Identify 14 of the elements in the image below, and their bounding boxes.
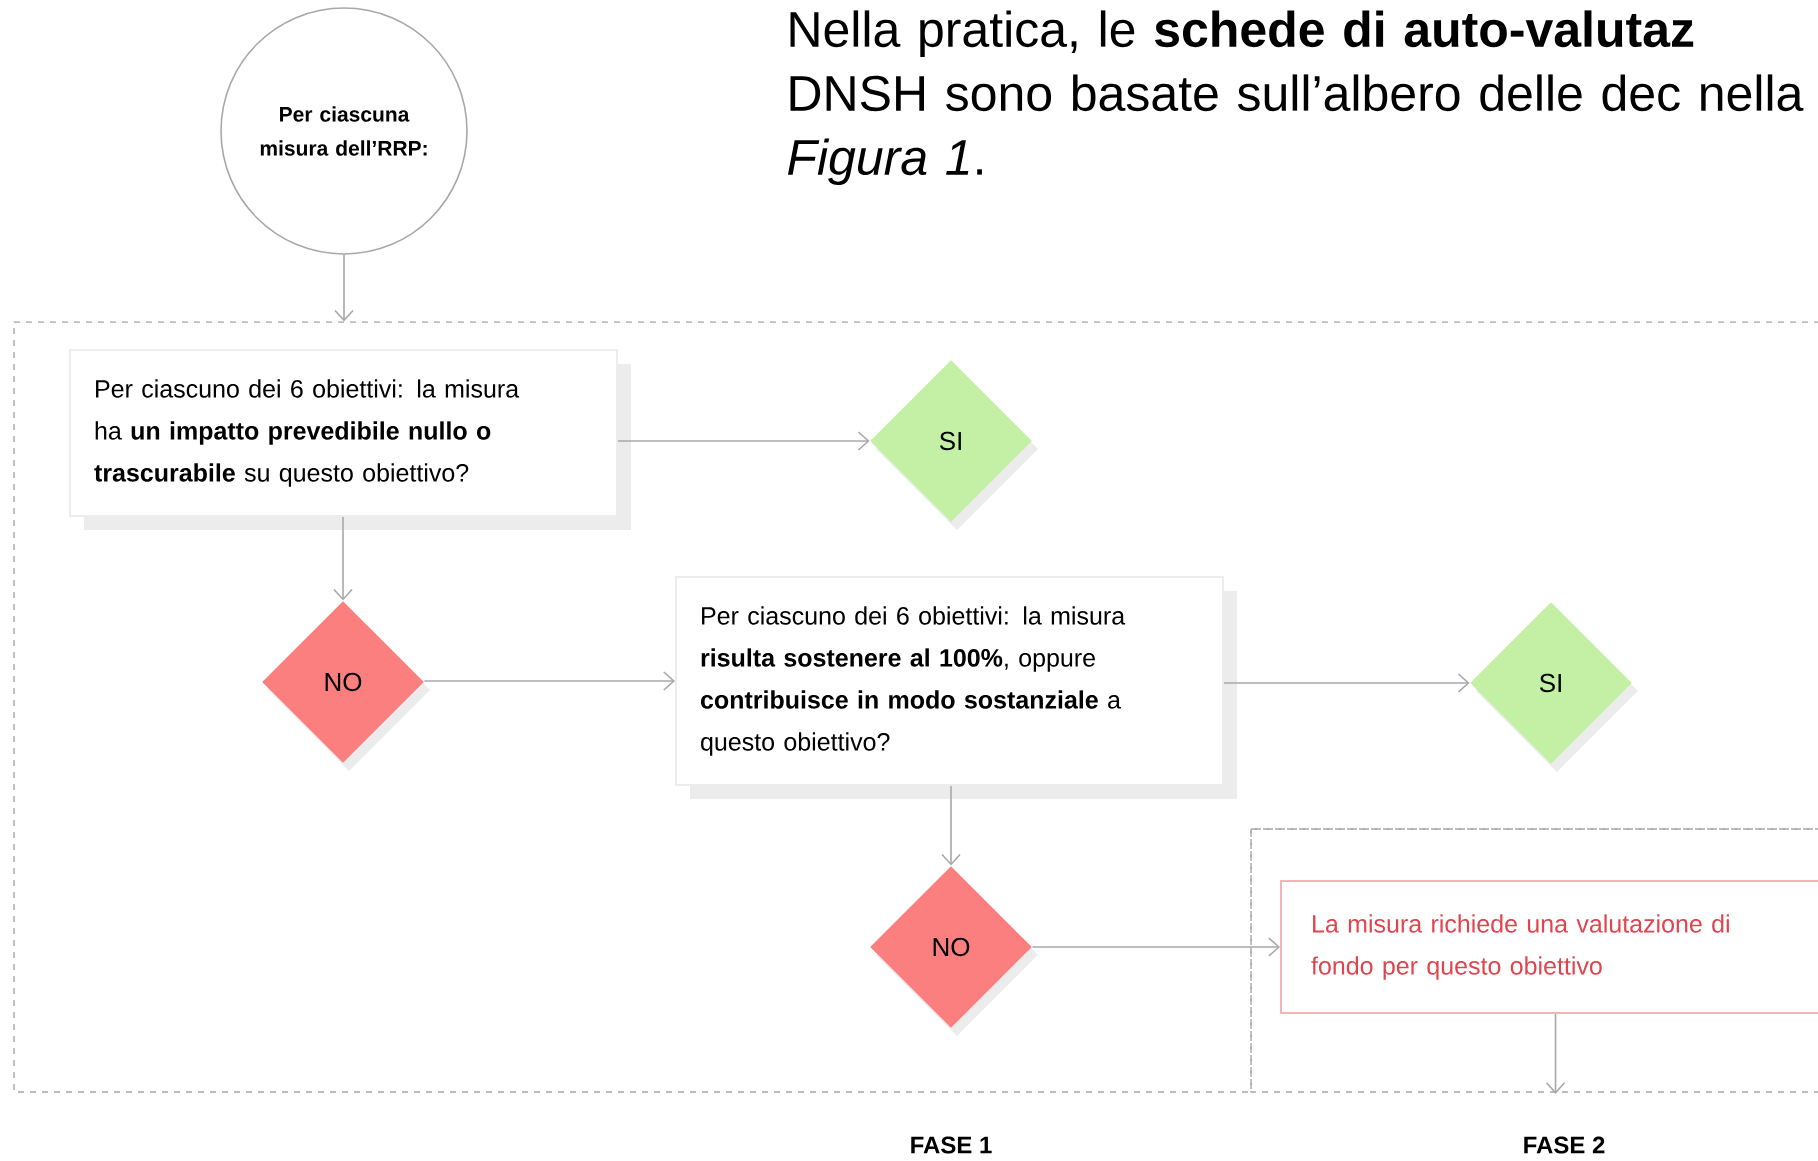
- result-box: La misura richiede una valutazione di fondo per questo obiettivo: [1280, 880, 1818, 1014]
- arrow: [334, 254, 354, 322]
- question-box: Per ciascuno dei 6 obiettivi: la misura risulta sostenere al 100%, oppure contribuisce in modo sostanziale a questo obiettivo?: [675, 576, 1237, 799]
- arrow: [1031, 937, 1280, 957]
- arrow: [423, 671, 675, 691]
- question-box: Per ciascuno dei 6 obiettivi: la misura ha un impatto prevedibile nullo o trascurabile su questo obiettivo?: [69, 349, 631, 530]
- phase-label: FASE 1: [911, 1136, 992, 1154]
- arrow: [1223, 673, 1470, 693]
- arrow: [1545, 1013, 1566, 1094]
- arrow: [617, 431, 870, 451]
- arrow: [333, 516, 353, 601]
- arrow: [941, 785, 961, 866]
- heading-text: Nella pratica, le schede di auto-valutaz DNSH sono basate sull’albero delle dec nella Figura 1.: [787, 10, 1804, 185]
- phase-label: FASE 2: [1524, 1136, 1605, 1154]
